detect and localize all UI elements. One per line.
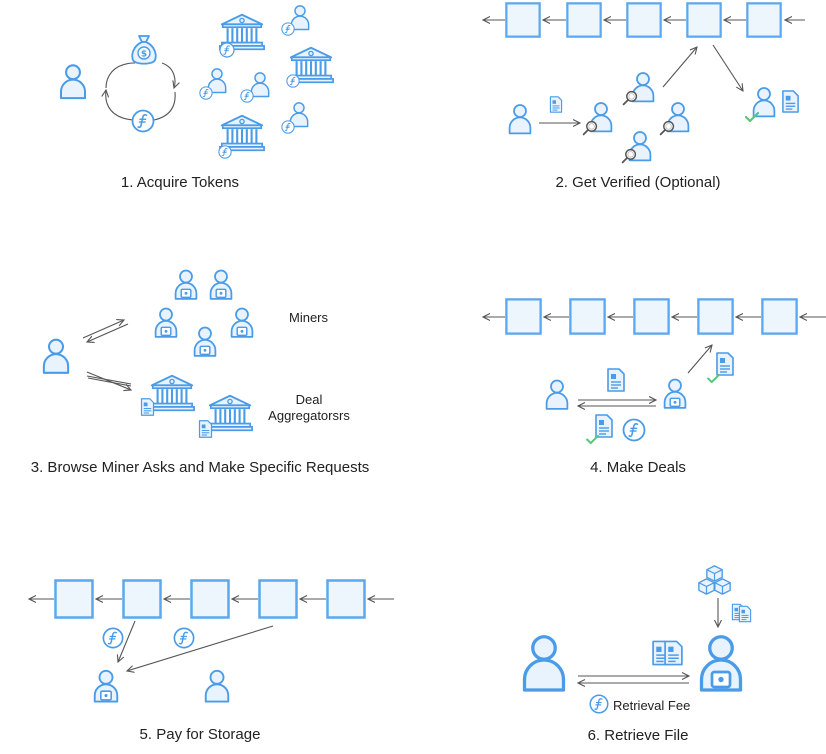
blockchain-block <box>761 298 798 335</box>
retrieval-fee-label: Retrieval Fee <box>613 698 691 713</box>
document-icon <box>198 420 213 438</box>
magnifier-icon <box>582 120 598 136</box>
person-icon <box>752 87 776 118</box>
blockchain-block <box>505 298 542 335</box>
blockchain-block <box>569 298 606 335</box>
person-icon <box>522 635 566 692</box>
person-icon <box>59 64 87 100</box>
panel-get-verified <box>483 2 805 164</box>
blockchain-block <box>122 579 162 619</box>
person-icon <box>250 72 270 98</box>
panel-browse-miner-asks <box>42 269 254 438</box>
miner-icon <box>230 307 254 338</box>
cube-stack-icon <box>706 565 723 582</box>
blockchain-block <box>686 2 722 38</box>
document-icon <box>664 640 683 666</box>
bank-icon <box>148 374 196 412</box>
check-icon <box>586 435 599 444</box>
panel-pay-for-storage <box>29 579 394 703</box>
cube-stack-icon <box>714 578 731 595</box>
blockchain-block <box>258 579 298 619</box>
person-icon <box>508 104 532 135</box>
filecoin-coin-icon <box>102 627 124 649</box>
miner-icon <box>193 326 217 357</box>
miner-icon <box>174 269 198 300</box>
filecoin-coin-icon <box>199 86 213 100</box>
person-icon <box>204 669 230 703</box>
document-icon <box>549 96 563 113</box>
person-icon <box>545 379 569 410</box>
filecoin-coin-icon <box>281 120 295 134</box>
blockchain-block <box>190 579 230 619</box>
document-icon <box>716 352 734 376</box>
check-icon <box>707 374 720 383</box>
caption-step-6: 6. Retrieve File <box>587 727 689 744</box>
caption-step-2: 2. Get Verified (Optional) <box>555 174 721 191</box>
miner-icon <box>93 669 119 703</box>
blockchain-block <box>697 298 734 335</box>
blockchain-block <box>746 2 782 38</box>
panel-retrieve-file <box>522 565 752 714</box>
bank-icon <box>206 394 254 432</box>
blockchain-block <box>326 579 366 619</box>
deal-label-line-1: Deal <box>295 392 323 407</box>
caption-step-5: 5. Pay for Storage <box>139 726 261 743</box>
deal-aggregators-label: Deal Aggregatorsrs <box>268 392 350 424</box>
panel-acquire-tokens <box>59 5 335 159</box>
document-icon <box>607 368 625 392</box>
person-icon <box>42 338 70 374</box>
magnifier-icon <box>622 90 638 106</box>
filecoin-coin-icon <box>219 42 235 58</box>
bank-icon <box>218 114 266 152</box>
caption-step-1: 1. Acquire Tokens <box>120 174 240 191</box>
deal-label-line-2: Aggregatorsrs <box>268 408 350 423</box>
money-bag-icon <box>131 35 157 65</box>
blockchain-block <box>566 2 602 38</box>
filecoin-coin-icon <box>218 145 232 159</box>
caption-step-3: 3. Browse Miner Asks and Make Specific R… <box>30 459 370 476</box>
person-icon <box>290 5 310 31</box>
filecoin-coin-icon <box>286 74 300 88</box>
magnifier-icon <box>659 120 675 136</box>
blockchain-block <box>54 579 94 619</box>
miner-icon <box>699 635 743 692</box>
panel-make-deals <box>483 298 826 444</box>
miner-icon <box>209 269 233 300</box>
blockchain-block <box>626 2 662 38</box>
filecoin-coin-icon <box>240 89 254 103</box>
document-icon <box>782 90 799 113</box>
caption-step-4: 4. Make Deals <box>590 459 686 476</box>
miner-icon <box>154 307 178 338</box>
document-icon <box>140 398 155 416</box>
cube-stack-icon <box>698 578 715 595</box>
document-icon <box>595 414 613 438</box>
filecoin-coin-icon <box>622 418 646 442</box>
filecoin-coin-icon <box>173 627 195 649</box>
miners-label: Miners <box>289 310 329 325</box>
filecoin-coin-icon <box>131 109 155 133</box>
document-icon <box>738 605 752 623</box>
blockchain-block <box>505 2 541 38</box>
filecoin-coin-icon <box>589 694 609 714</box>
filecoin-coin-icon <box>281 22 295 36</box>
miner-icon <box>663 378 687 409</box>
blockchain-block <box>633 298 670 335</box>
